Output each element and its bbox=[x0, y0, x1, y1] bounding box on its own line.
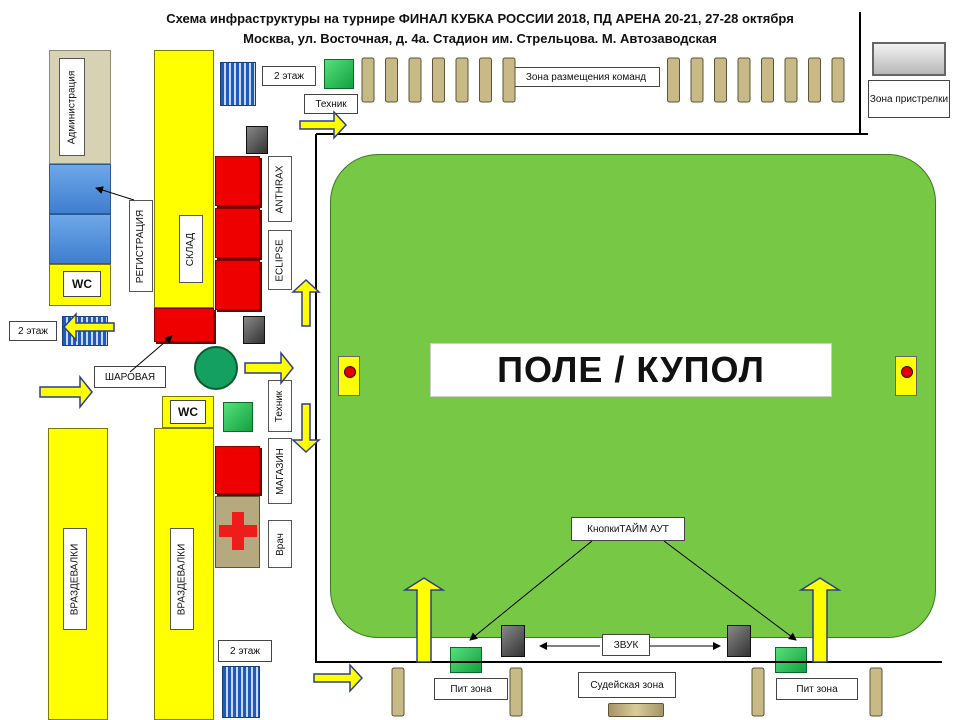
arrow-icon bbox=[244, 350, 294, 386]
warehouse-red-section bbox=[154, 308, 214, 342]
green-button-icon bbox=[775, 647, 807, 673]
teams-zone-label: Зона размещения команд bbox=[512, 67, 660, 87]
pointer-balloon bbox=[129, 335, 173, 373]
zone-post bbox=[667, 57, 680, 103]
zone-post bbox=[714, 57, 727, 103]
stairs-icon bbox=[222, 666, 260, 718]
zone-post bbox=[361, 57, 375, 103]
arrow-icon bbox=[798, 577, 842, 663]
target-light-icon bbox=[895, 356, 917, 396]
shooting-zone-building bbox=[872, 42, 946, 76]
registration-label: РЕГИСТРАЦИЯ bbox=[129, 200, 153, 292]
locker-rooms-left-label: ВРАЗДЕВАЛКИ bbox=[63, 528, 87, 630]
pointer-registration bbox=[95, 186, 135, 201]
zone-post bbox=[831, 57, 845, 103]
arrow-icon bbox=[291, 403, 321, 454]
doctor-label: Врач bbox=[268, 520, 292, 568]
pit-zone-label-left: Пит зона bbox=[434, 678, 508, 700]
zone-post bbox=[385, 57, 398, 103]
green-button-icon bbox=[450, 647, 482, 673]
green-button-icon bbox=[223, 402, 253, 432]
locker-rooms-right-label: ВРАЗДЕВАЛКИ bbox=[170, 528, 194, 630]
timeout-buttons-label: КнопкиТАЙМ АУТ bbox=[571, 517, 685, 541]
wc-label-middle: WC bbox=[170, 400, 206, 424]
pit-zone-label-right: Пит зона bbox=[776, 678, 858, 700]
zone-post bbox=[690, 57, 704, 103]
speaker-icon bbox=[501, 625, 525, 657]
arrow-icon bbox=[402, 577, 446, 663]
floor2-label-bottom: 2 этаж bbox=[218, 640, 272, 662]
target-light-icon bbox=[338, 356, 360, 396]
eclipse-label: ECLIPSE bbox=[268, 230, 292, 290]
zone-post bbox=[509, 667, 523, 717]
registration-desk-2 bbox=[49, 214, 111, 264]
anthrax-label: ANTHRAX bbox=[268, 156, 292, 222]
pointer-timeout-right bbox=[663, 540, 797, 641]
speaker-icon bbox=[243, 316, 265, 344]
zone-post bbox=[391, 667, 405, 717]
sound-label: ЗВУК bbox=[602, 634, 650, 656]
diagram-subtitle: Москва, ул. Восточная, д. 4а. Стадион им… bbox=[243, 31, 717, 46]
floor2-label-left: 2 этаж bbox=[9, 321, 57, 341]
zone-post bbox=[455, 57, 469, 103]
administration-label: Администрация bbox=[59, 58, 85, 156]
floor2-label-top: 2 этаж bbox=[262, 66, 316, 86]
zone-post bbox=[408, 57, 422, 103]
first-aid-cross-icon bbox=[219, 525, 257, 537]
diagram-title: Схема инфраструктуры на турнире ФИНАЛ КУ… bbox=[166, 11, 794, 26]
zone-post bbox=[808, 57, 821, 103]
field-title: ПОЛЕ / КУПОЛ bbox=[430, 343, 832, 397]
stall-anthrax-2 bbox=[215, 208, 260, 258]
zone-post bbox=[502, 57, 516, 103]
pointer-timeout-left bbox=[469, 540, 593, 641]
stall-anthrax-1 bbox=[215, 156, 260, 206]
shop-label: МАГАЗИН bbox=[268, 438, 292, 504]
arrow-icon bbox=[313, 663, 364, 693]
technician-label-top: Техник bbox=[304, 94, 358, 114]
speaker-icon bbox=[246, 126, 268, 154]
warehouse-label: СКЛАД bbox=[179, 215, 203, 283]
technician-label-side: Техник bbox=[268, 380, 292, 432]
speaker-icon bbox=[727, 625, 751, 657]
entrance-circle-icon bbox=[194, 346, 238, 390]
zone-post bbox=[869, 667, 883, 717]
zone-post bbox=[751, 667, 765, 717]
stall-shop bbox=[215, 446, 260, 494]
arrow-icon bbox=[291, 278, 321, 327]
zone-post bbox=[479, 57, 492, 103]
judges-zone-label: Судейская зона bbox=[578, 672, 676, 698]
green-button-icon bbox=[324, 59, 354, 89]
arrow-icon bbox=[39, 374, 93, 410]
stairs-icon bbox=[220, 62, 256, 106]
judges-table bbox=[608, 703, 664, 717]
venue-wall-line bbox=[315, 134, 942, 663]
stall-eclipse bbox=[215, 260, 260, 310]
zone-post bbox=[784, 57, 798, 103]
balloon-label: ШАРОВАЯ bbox=[94, 366, 166, 388]
arrow-icon bbox=[299, 110, 348, 140]
wc-label-left: WC bbox=[63, 271, 101, 297]
arrow-icon bbox=[62, 312, 115, 342]
zone-post bbox=[761, 57, 774, 103]
zone-post bbox=[432, 57, 445, 103]
shooting-zone-label: Зона пристрелки bbox=[868, 80, 950, 118]
zone-post bbox=[737, 57, 751, 103]
